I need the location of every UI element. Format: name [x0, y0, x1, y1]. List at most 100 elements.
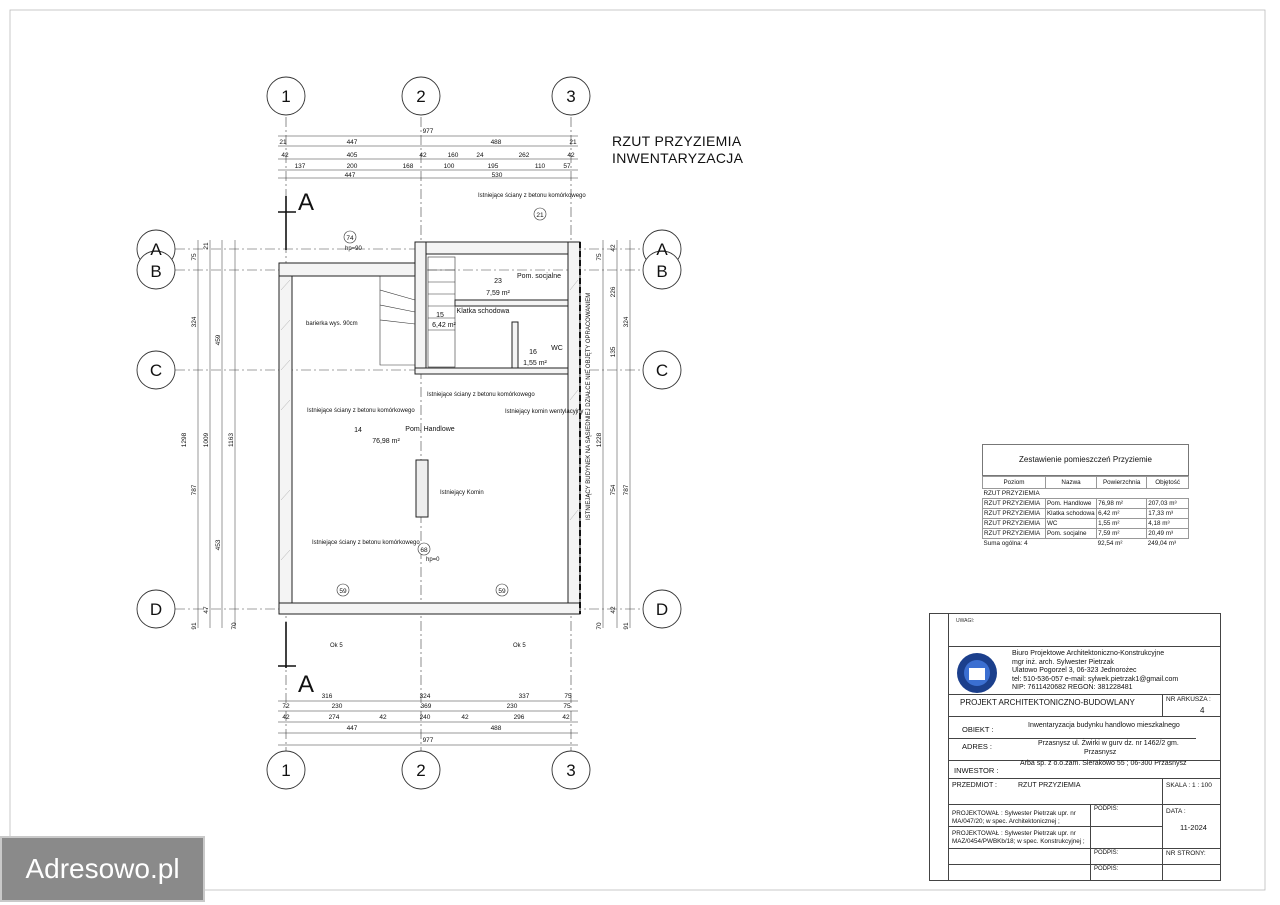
- note-walls-bottom: Istniejące ściany z betonu komórkowego: [312, 540, 420, 546]
- dim-top: 530: [492, 172, 503, 179]
- sheet-label: NR ARKUSZA :: [1166, 696, 1211, 703]
- room-area: 6,42 m²: [432, 322, 456, 329]
- inwestor-label: INWESTOR :: [954, 766, 999, 775]
- schedule-header: Powierzchnia: [1096, 476, 1148, 489]
- side-strip: [930, 614, 949, 880]
- date-label: DATA :: [1166, 808, 1186, 815]
- section-mark: A: [298, 189, 314, 216]
- dim-left: 47: [203, 606, 210, 614]
- wall-exterior-right: [567, 241, 581, 615]
- schedule-cell: 17,33 m³: [1146, 508, 1189, 519]
- schedule-cell: 4,18 m³: [1146, 518, 1189, 529]
- dim-bottom: 42: [379, 714, 387, 721]
- plan-title-line2: INWENTARYZACJA: [612, 150, 744, 166]
- dim-overall-top: 977: [423, 128, 434, 135]
- adres-label: ADRES :: [962, 742, 993, 751]
- note-hp0: hp=0: [426, 557, 440, 563]
- axis-label-b: B: [150, 262, 161, 281]
- door-tag: 59: [498, 588, 506, 595]
- schedule-cell: RZUT PRZYZIEMIA: [982, 528, 1046, 539]
- plan-title-line1: RZUT PRZYZIEMIA: [612, 133, 742, 149]
- dim-top: 57: [563, 163, 571, 170]
- notes-title: UWAGI:: [956, 618, 975, 624]
- axis-label-a: A: [656, 240, 668, 259]
- wall-exterior-top: [278, 262, 416, 277]
- dim-top: 110: [535, 163, 546, 170]
- note-hp90: hp=90: [345, 246, 363, 252]
- schedule-table: Poziom Nazwa Powierzchnia Objętość RZUT …: [982, 476, 1189, 548]
- dim-left: 324: [191, 316, 198, 327]
- dim-top: 100: [444, 163, 455, 170]
- schedule-group: RZUT PRZYZIEMIA: [983, 490, 1040, 497]
- schedule-cell: Klatka schodowa: [1044, 508, 1098, 519]
- dim-top: 24: [476, 152, 484, 159]
- wall-social-bottom: [454, 299, 569, 307]
- office-line: Biuro Projektowe Architektoniczno-Konstr…: [1012, 650, 1165, 657]
- window-tag: 74: [346, 235, 354, 242]
- dim-right: 91: [623, 622, 630, 630]
- axis-label-3: 3: [566, 761, 575, 780]
- note-ok5: Ok 5: [330, 643, 343, 649]
- title-block: UWAGI: Biuro Projektowe Architektoniczno…: [929, 613, 1221, 881]
- obiekt-value: Inwentaryzacja budynku handlowo mieszkal…: [1028, 722, 1180, 729]
- schedule-cell: 7,59 m²: [1096, 528, 1148, 539]
- dim-left: 21: [203, 242, 210, 250]
- axis-label-2: 2: [416, 87, 425, 106]
- schedule-total-volume: 249,04 m³: [1147, 540, 1177, 547]
- dim-bottom: 42: [562, 714, 570, 721]
- axis-label-a: A: [150, 240, 162, 259]
- dim-right: 324: [623, 316, 630, 327]
- dim-left: 1009: [203, 432, 210, 447]
- dim-top: 21: [279, 139, 287, 146]
- note-walls-top: Istniejące ściany z betonu komórkowego: [478, 193, 586, 199]
- schedule-header: Nazwa: [1044, 476, 1098, 489]
- schedule-title: Zestawienie pomieszczeń Przyziemie: [982, 444, 1189, 476]
- room-no: 15: [436, 312, 444, 319]
- dim-bottom: 72: [282, 703, 290, 710]
- obiekt-label: OBIEKT :: [962, 725, 994, 734]
- wall-wc: [511, 321, 519, 373]
- project-type: PROJEKT ARCHITEKTONICZNO-BUDOWLANY: [960, 698, 1135, 707]
- dim-top: 447: [345, 172, 356, 179]
- dim-bottom: 324: [420, 693, 431, 700]
- designer-structural: PROJEKTOWAŁ : Sylwester Pietrzak upr. nr…: [952, 830, 1085, 845]
- dim-left: 787: [191, 484, 198, 495]
- axis-label-2: 2: [416, 761, 425, 780]
- room-name: WC: [551, 345, 563, 352]
- dim-left: 1163: [228, 433, 235, 447]
- dim-bottom: 230: [332, 703, 343, 710]
- dim-top: 42: [419, 152, 427, 159]
- dim-right: 70: [596, 622, 603, 630]
- dim-bottom: 296: [514, 714, 525, 721]
- axis-label-c: C: [150, 361, 162, 380]
- signature-label: PODPIS:: [1094, 806, 1119, 812]
- office-line: NIP: 7611420682 REGON: 381228481: [1012, 684, 1133, 692]
- dim-top: 447: [347, 139, 358, 146]
- window-tag: 21: [536, 212, 544, 219]
- inwestor-value: Arba sp. z o.o.zam. Sierakowo 55 ; 06-30…: [1020, 760, 1187, 767]
- dim-bottom: 240: [420, 714, 431, 721]
- room-no: 14: [354, 427, 362, 434]
- dim-right: 75: [596, 253, 603, 261]
- axis-label-c: C: [656, 361, 668, 380]
- wall-exterior-top-right: [414, 241, 581, 255]
- schedule-cell: 6,42 m²: [1096, 508, 1148, 519]
- dim-right: 135: [610, 346, 617, 357]
- signature-label: PODPIS:: [1094, 866, 1119, 872]
- watermark-logo[interactable]: Adresowo.pl: [0, 836, 205, 902]
- dim-right: 42: [610, 244, 617, 252]
- dim-top: 137: [295, 163, 306, 170]
- room-no: 16: [529, 349, 537, 356]
- wall-cross: [414, 367, 569, 375]
- room-name: Klatka schodowa: [457, 308, 510, 315]
- skala-value: 1 : 100: [1192, 782, 1212, 789]
- dim-bottom: 316: [322, 693, 333, 700]
- dim-left: 459: [215, 334, 222, 345]
- dim-top: 405: [347, 152, 358, 159]
- dim-bottom: 42: [282, 714, 290, 721]
- room-area: 1,55 m²: [523, 360, 547, 367]
- dim-left: 453: [215, 539, 222, 550]
- dim-top: 488: [491, 139, 502, 146]
- schedule-cell: Pom. Handlowe: [1044, 498, 1098, 509]
